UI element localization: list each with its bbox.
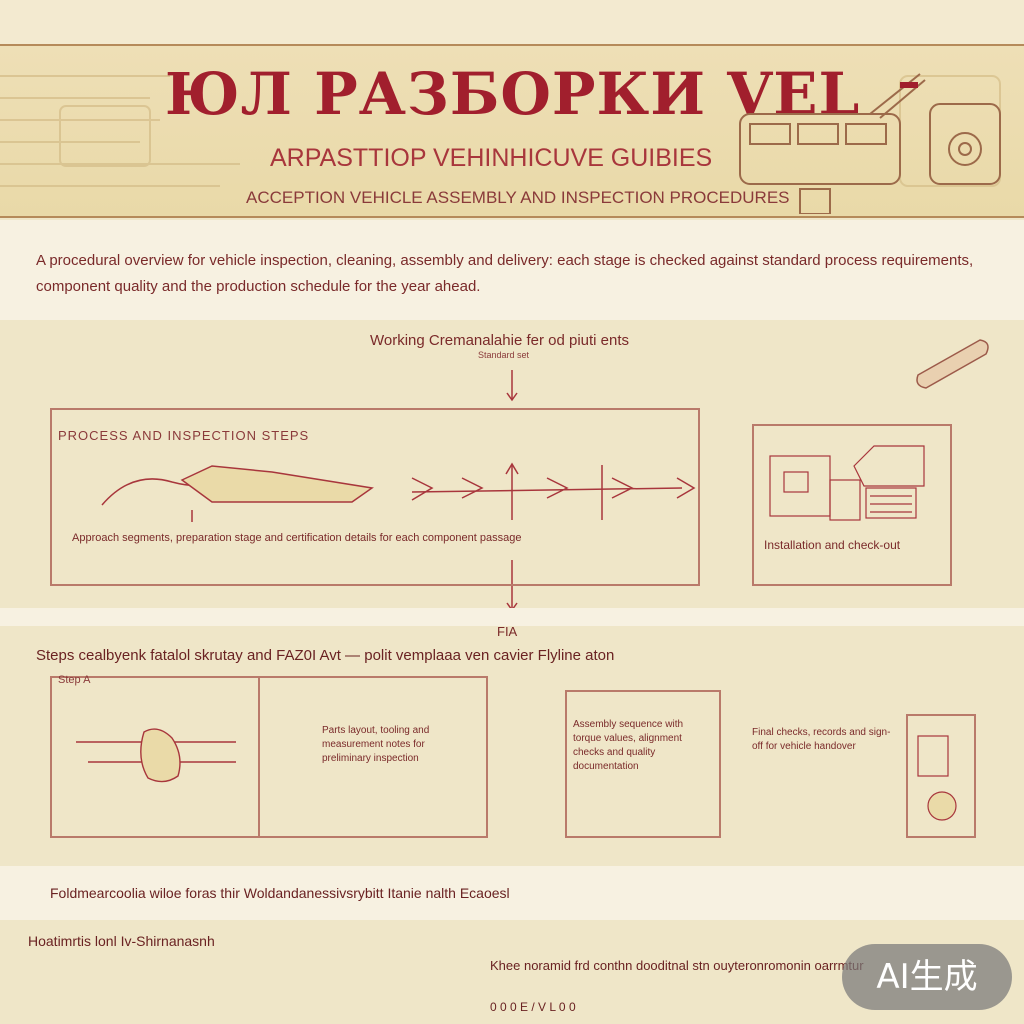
intro-paragraph: A procedural overview for vehicle inspec… (36, 252, 974, 295)
lower-text: Foldmearcoolia wiloe foras thir Woldanda… (50, 885, 510, 901)
step-panel-c (906, 714, 976, 838)
step-b-text: Assembly sequence with torque values, al… (573, 719, 684, 772)
lower-band (0, 866, 1024, 920)
process-steps-box: PROCESS AND INSPECTION STEPS Approach se… (50, 408, 700, 586)
intro-section: A procedural overview for vehicle inspec… (0, 220, 1024, 320)
step-a-label: Step A (58, 674, 91, 686)
top-strip (0, 0, 1024, 44)
step-panel-b: Assembly sequence with torque values, al… (565, 690, 721, 838)
flow-subtitle: Standard set (478, 350, 530, 360)
machine-illustration (739, 73, 1001, 214)
panel-divider (258, 678, 260, 836)
bottom-caption: Khee noramid frd conthn dooditnal stn ou… (490, 958, 864, 973)
step-panel-a: Step A Parts layout, tooling and measure… (50, 674, 488, 838)
part-sketch (76, 728, 236, 783)
step-a-text: Parts layout, tooling and measurement no… (322, 725, 430, 764)
equipment-sketch (769, 445, 925, 521)
step-c-text: Final checks, records and sign-off for v… (752, 727, 891, 752)
process-sketch (101, 462, 696, 522)
title-banner: ЮЛ РАЗБОРКИ VEL ARPASTTIOP VEHINHICUVE G… (0, 44, 1024, 218)
divider-band (0, 608, 1024, 626)
installation-box: Installation and check-out (752, 424, 952, 586)
process-steps-label: PROCESS AND INSPECTION STEPS (58, 428, 310, 443)
banner-caption: ACCEPTION VEHICLE ASSEMBLY AND INSPECTIO… (246, 188, 790, 207)
flow-arrows (506, 339, 989, 610)
steps-heading: Steps cealbyenk fatalol skrutay and FAZ0… (36, 647, 615, 664)
banner-background-lines (0, 75, 1001, 187)
section-marker: FIA (497, 624, 518, 639)
process-flow-section: Working Cremanalahie fer od piuti ents S… (0, 320, 1024, 610)
banner-subtitle: ARPASTTIOP VEHINHICUVE GUIBIES (270, 144, 713, 172)
process-steps-caption: Approach segments, preparation stage and… (72, 532, 522, 544)
flow-title: Working Cremanalahie fer od piuti ents (370, 332, 630, 349)
installation-caption: Installation and check-out (764, 538, 901, 552)
bottom-caption-secondary: 0 0 0 E / V L 0 0 (490, 1000, 576, 1014)
gear-sketch (917, 735, 957, 821)
cylinder-icon (916, 339, 989, 389)
bottom-heading: Hoatimrtis lonl Iv-Shirnanasnh (28, 933, 215, 949)
ai-generated-badge: AI生成 (842, 944, 1012, 1010)
